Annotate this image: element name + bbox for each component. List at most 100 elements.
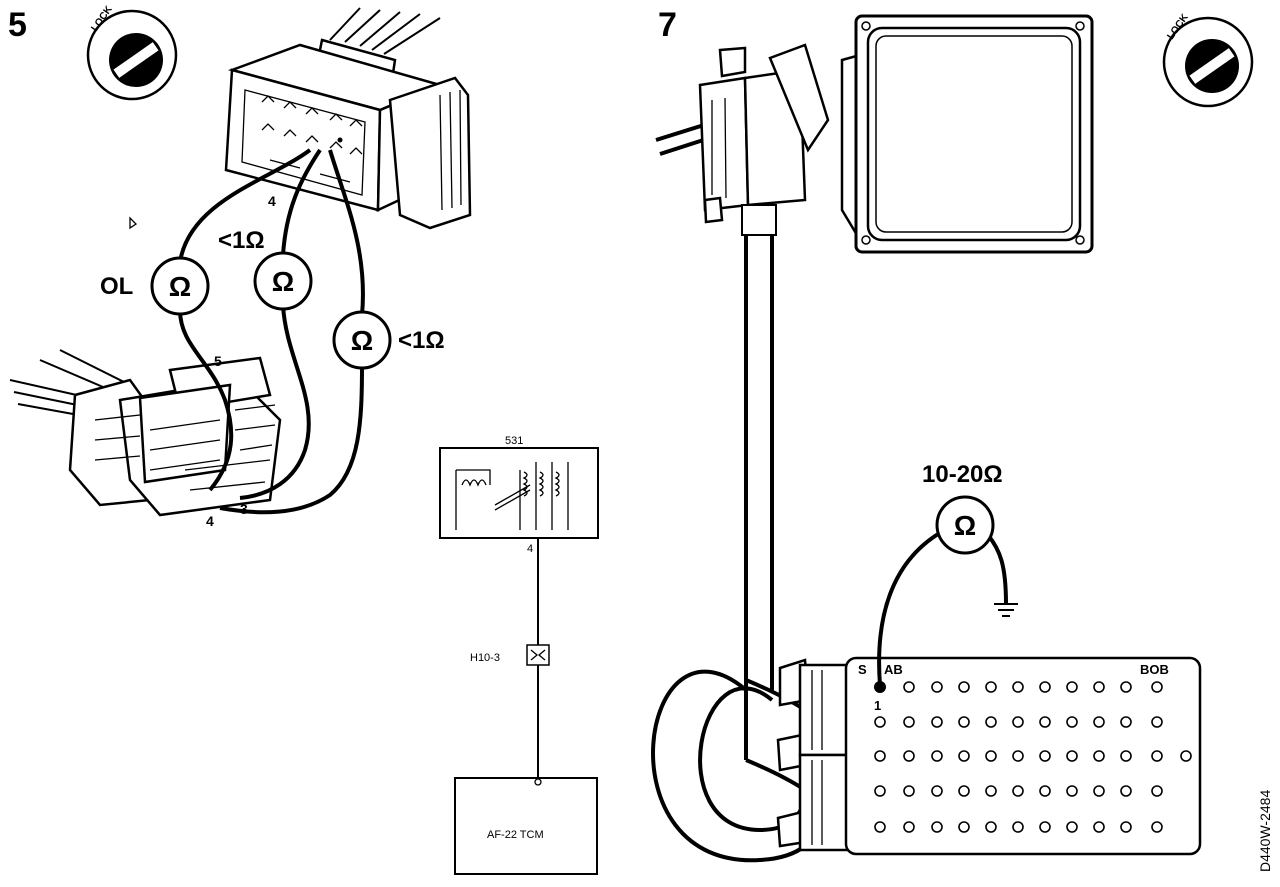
bob-pin-socket bbox=[874, 785, 886, 797]
bob-pin-socket bbox=[1180, 750, 1192, 762]
bob-pin-socket bbox=[931, 785, 943, 797]
bob-pin-socket bbox=[1120, 821, 1132, 833]
bob-pin-socket bbox=[1151, 785, 1163, 797]
reading-open-loop: OL bbox=[100, 273, 133, 300]
bob-pin-socket bbox=[985, 716, 997, 728]
ecu-module bbox=[840, 14, 1094, 254]
bob-pin-socket bbox=[1066, 716, 1078, 728]
connector-label: H10-3 bbox=[470, 652, 500, 664]
jumper-cable bbox=[744, 235, 774, 760]
bob-pin-socket bbox=[958, 821, 970, 833]
ohmmeter-bob: Ω bbox=[935, 495, 995, 555]
figure-code: D440W-2484 bbox=[1257, 790, 1273, 872]
bob-pin-socket bbox=[985, 785, 997, 797]
schematic-pin-4: 4 bbox=[527, 543, 533, 555]
harness-pin-4: 4 bbox=[206, 513, 214, 529]
bob-pin-socket bbox=[903, 750, 915, 762]
bob-pin-socket bbox=[958, 785, 970, 797]
bob-pin-socket bbox=[1151, 716, 1163, 728]
bob-pin-socket bbox=[958, 681, 970, 693]
bob-pin-socket bbox=[1012, 681, 1024, 693]
harness-pin-5: 5 bbox=[214, 353, 222, 369]
bob-pin-socket bbox=[1039, 821, 1051, 833]
bob-pin-socket bbox=[958, 750, 970, 762]
ohmmeter-top: Ω bbox=[253, 251, 313, 311]
bob-pin-socket bbox=[931, 681, 943, 693]
bob-pin-socket bbox=[1151, 750, 1163, 762]
tcm-label: AF-22 TCM bbox=[487, 829, 544, 841]
schematic-component-531 bbox=[439, 447, 599, 539]
bob-pin-socket bbox=[985, 681, 997, 693]
reading-less-than-1-ohm-top: <1Ω bbox=[218, 227, 265, 254]
top-connector-pin-4: 4 bbox=[268, 193, 276, 209]
ohm-symbol: Ω bbox=[169, 271, 191, 302]
bob-pin-socket bbox=[1066, 681, 1078, 693]
bob-pin-socket bbox=[1066, 785, 1078, 797]
bob-pin-socket bbox=[1093, 716, 1105, 728]
bob-pin-socket bbox=[958, 716, 970, 728]
tcm-module bbox=[454, 777, 598, 875]
ohm-symbol: Ω bbox=[272, 266, 294, 297]
bob-pin-socket bbox=[985, 750, 997, 762]
bob-pin-socket bbox=[1093, 785, 1105, 797]
bob-pin-socket bbox=[985, 821, 997, 833]
probe-marker bbox=[129, 216, 138, 230]
bob-pin-socket bbox=[1151, 821, 1163, 833]
ohmmeter-right: Ω bbox=[332, 310, 392, 370]
bob-pin-socket bbox=[1039, 716, 1051, 728]
bob-pin-socket bbox=[1120, 716, 1132, 728]
ignition-lock-icon-left: LOCK bbox=[86, 4, 178, 101]
bob-pin-socket bbox=[1093, 821, 1105, 833]
ecu-harness-connector bbox=[655, 43, 830, 236]
ground-symbol bbox=[994, 603, 1018, 617]
bob-pin-socket bbox=[1012, 785, 1024, 797]
meter-lead-pin1 bbox=[877, 528, 946, 686]
bob-pin-socket bbox=[1120, 750, 1132, 762]
meter-lead-ground bbox=[986, 533, 1008, 605]
reading-less-than-1-ohm-right: <1Ω bbox=[398, 327, 445, 354]
component-number: 531 bbox=[505, 435, 523, 447]
ohmmeter-ol: Ω bbox=[150, 256, 210, 316]
connector-h10-3 bbox=[526, 644, 550, 666]
bob-pin-socket bbox=[1120, 785, 1132, 797]
bob-pin-socket bbox=[874, 821, 886, 833]
meter-leads-left bbox=[178, 148, 365, 515]
bob-pin-socket bbox=[1012, 716, 1024, 728]
bob-pin-socket bbox=[874, 750, 886, 762]
bob-pin-socket bbox=[1151, 681, 1163, 693]
bob-pin-socket bbox=[1012, 750, 1024, 762]
breakout-box-pins bbox=[874, 681, 1192, 833]
step-number-5: 5 bbox=[8, 6, 27, 44]
bob-pin-socket bbox=[1093, 681, 1105, 693]
bob-pin-socket bbox=[931, 716, 943, 728]
bob-pin-1: 1 bbox=[874, 698, 881, 713]
bob-pin-1-probe bbox=[874, 681, 886, 693]
harness-connector-bottom bbox=[9, 349, 282, 517]
bob-pin-socket bbox=[1039, 785, 1051, 797]
reading-10-20-ohm: 10-20Ω bbox=[922, 461, 1003, 488]
bob-pin-socket bbox=[874, 716, 886, 728]
bob-pin-socket bbox=[1039, 681, 1051, 693]
bob-pin-socket bbox=[903, 821, 915, 833]
bob-pin-socket bbox=[1120, 681, 1132, 693]
bob-pin-socket bbox=[931, 821, 943, 833]
bob-pin-socket bbox=[1066, 750, 1078, 762]
bob-pin-s: S bbox=[858, 662, 867, 677]
bob-label: BOB bbox=[1140, 662, 1169, 677]
bob-pin-socket bbox=[1093, 750, 1105, 762]
bob-pin-socket bbox=[931, 750, 943, 762]
bob-pin-socket bbox=[1066, 821, 1078, 833]
bob-pin-socket bbox=[903, 716, 915, 728]
ignition-lock-icon-right: LOCK bbox=[1162, 12, 1254, 108]
bob-pin-socket bbox=[1039, 750, 1051, 762]
transmission-connector-top bbox=[224, 7, 472, 230]
harness-pin-3: 3 bbox=[240, 501, 248, 517]
ohm-symbol: Ω bbox=[954, 510, 976, 541]
step-number-7: 7 bbox=[658, 6, 677, 44]
bob-pin-socket bbox=[903, 785, 915, 797]
bob-pin-ab: AB bbox=[884, 662, 903, 677]
bob-pin-socket bbox=[1012, 821, 1024, 833]
bob-pin-socket bbox=[903, 681, 915, 693]
